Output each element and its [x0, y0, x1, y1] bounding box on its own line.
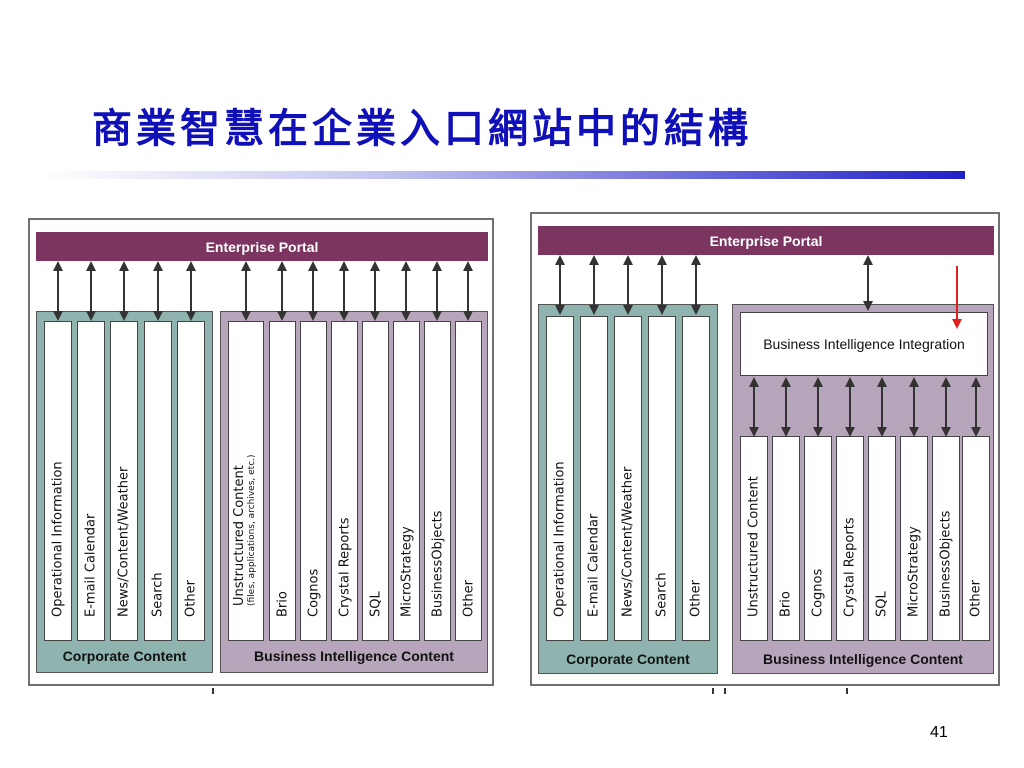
right-caption-mark — [712, 688, 714, 694]
corp-column-other: Other — [682, 316, 710, 641]
enterprise-portal-bar: Enterprise Portal — [36, 232, 488, 261]
right-diagram: Enterprise Portal Business Intelligence … — [530, 212, 1000, 686]
bi-column-microstrategy: MicroStrategy — [393, 321, 420, 641]
right-caption-mark — [846, 688, 848, 694]
corporate-content-label: Corporate Content — [62, 648, 187, 664]
right-connector-arrows — [555, 255, 981, 437]
bi-column-unstructured: Unstructured Content — [740, 436, 768, 641]
corp-column-email: E-mail Calendar — [77, 321, 105, 641]
corporate-content-label: Corporate Content — [566, 651, 690, 667]
bi-content-label: Business Intelligence Content — [763, 651, 963, 667]
enterprise-portal-bar: Enterprise Portal — [538, 226, 994, 255]
bi-column-crystal: Crystal Reports — [331, 321, 358, 641]
bi-column-other: Other — [962, 436, 990, 641]
left-connector-arrows — [53, 261, 473, 321]
title-underline — [40, 171, 965, 179]
corp-column-search: Search — [648, 316, 676, 641]
bi-column-sql: SQL — [868, 436, 896, 641]
right-caption-mark — [724, 688, 726, 694]
bi-content-label: Business Intelligence Content — [254, 648, 454, 664]
corp-column-search: Search — [144, 321, 172, 641]
bi-column-unstructured: Unstructured Content(files, applications… — [228, 321, 264, 641]
corp-column-news: News/Content/Weather — [110, 321, 138, 641]
bi-column-cognos: Cognos — [804, 436, 832, 641]
left-caption-mark — [212, 688, 214, 694]
bi-integration-box: Business Intelligence Integration — [740, 312, 988, 376]
bi-column-cognos: Cognos — [300, 321, 327, 641]
bi-column-sql: SQL — [362, 321, 389, 641]
slide-title: 商業智慧在企業入口網站中的結構 — [92, 105, 752, 152]
corp-column-email: E-mail Calendar — [580, 316, 608, 641]
bi-column-other: Other — [455, 321, 482, 641]
bi-column-businessobjects: BusinessObjects — [932, 436, 960, 641]
corp-column-news: News/Content/Weather — [614, 316, 642, 641]
bi-column-brio: Brio — [269, 321, 296, 641]
corp-column-operational: Operational Information — [44, 321, 72, 641]
corp-column-operational: Operational Information — [546, 316, 574, 641]
page-number: 41 — [930, 724, 948, 741]
bi-column-crystal: Crystal Reports — [836, 436, 864, 641]
corp-column-other: Other — [177, 321, 205, 641]
bi-column-microstrategy: MicroStrategy — [900, 436, 928, 641]
bi-column-brio: Brio — [772, 436, 800, 641]
bi-column-businessobjects: BusinessObjects — [424, 321, 451, 641]
left-diagram: Enterprise Portal Operational Informatio… — [28, 218, 494, 686]
